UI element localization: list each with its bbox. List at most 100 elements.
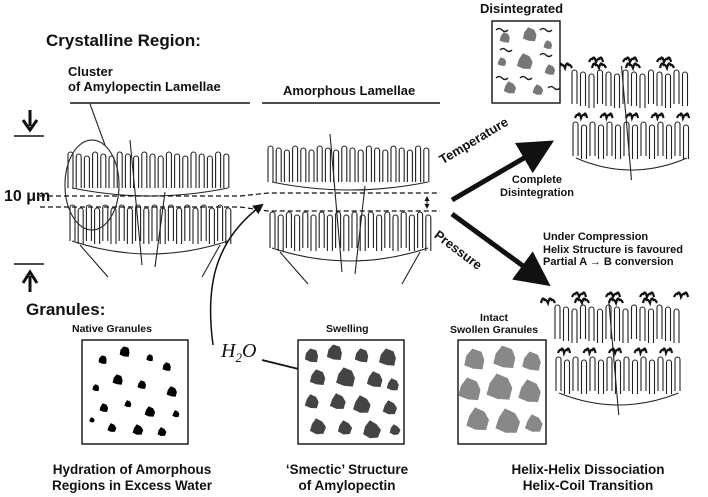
lamella-hairpin xyxy=(630,71,638,106)
disintegrated-granules xyxy=(495,27,561,95)
granule xyxy=(107,423,117,432)
swelling-label: Swelling xyxy=(326,323,369,335)
swelling-granules xyxy=(304,344,401,439)
amylopectin-cluster-middle xyxy=(267,133,432,285)
granule xyxy=(310,418,326,435)
granule xyxy=(132,424,144,435)
lamella-hairpin xyxy=(554,304,561,339)
granule xyxy=(329,393,346,409)
lamella-hairpin xyxy=(415,145,422,182)
lamella-hairpin xyxy=(425,214,432,251)
granule xyxy=(543,40,553,49)
lamella-hairpin xyxy=(376,214,383,251)
lamella-hairpin xyxy=(640,356,647,391)
lamella-hairpin xyxy=(673,308,680,343)
lamella-hairpin xyxy=(277,214,284,251)
granule xyxy=(146,354,153,362)
lamella-hairpin xyxy=(326,214,333,251)
lamella-hairpin xyxy=(141,151,148,188)
lamella-hairpin xyxy=(589,356,596,391)
lamella-hairpin xyxy=(308,149,315,182)
amorphous-dashed-line-lower xyxy=(40,206,440,212)
granule xyxy=(366,371,383,387)
granule xyxy=(98,355,107,364)
lamella-hairpin xyxy=(656,304,663,339)
caption-right-line1: Helix-Helix Dissociation xyxy=(511,462,665,477)
coil-strand xyxy=(590,62,608,72)
disintegrated-helix-structure xyxy=(556,56,691,181)
granule xyxy=(166,386,177,397)
lamella-hairpin xyxy=(167,204,174,241)
cluster-highlight-ellipse xyxy=(64,139,120,231)
granule xyxy=(518,379,541,402)
granule xyxy=(503,81,516,94)
caption-left: Hydration of Amorphous Regions in Excess… xyxy=(32,462,232,493)
lamella-hairpin xyxy=(674,356,681,391)
granule xyxy=(304,394,319,409)
lamella-hairpin xyxy=(341,145,348,182)
lamella-hairpin xyxy=(367,211,374,248)
granule xyxy=(112,374,123,385)
lamella-hairpin xyxy=(571,69,578,104)
lamella-hairpin xyxy=(200,204,207,241)
caption-left-line1: Hydration of Amorphous xyxy=(52,462,212,477)
h2o-label: H2O xyxy=(221,340,256,366)
granule xyxy=(99,403,109,412)
coil-strand xyxy=(599,112,614,122)
pressure-arrow xyxy=(450,211,551,287)
cluster-label: Cluster of Amylopectin Lamellae xyxy=(68,64,221,95)
coil-strand xyxy=(587,56,605,66)
granule xyxy=(544,64,556,75)
lamella-hairpin xyxy=(673,69,680,104)
complete-disintegration-line2: Disintegration xyxy=(500,186,574,199)
granule xyxy=(137,380,146,389)
lamella-hairpin xyxy=(406,149,413,182)
lamella-hairpin xyxy=(606,356,613,391)
lamella-hairpin xyxy=(310,214,317,251)
granule xyxy=(458,377,481,401)
lamella-hairpin xyxy=(343,214,350,251)
lamella-hairpin xyxy=(174,153,181,188)
cluster-backbone-arc xyxy=(271,247,429,262)
lamella-hairpin xyxy=(580,124,588,159)
lamella-hairpin xyxy=(613,306,621,341)
granule xyxy=(379,348,396,366)
cluster-label-line2: of Amylopectin Lamellae xyxy=(68,78,221,94)
lamella-hairpin xyxy=(118,204,125,241)
coil-strand xyxy=(655,56,673,66)
lamella-hairpin xyxy=(613,73,621,108)
compressed-helix-structure xyxy=(539,291,690,416)
granule xyxy=(92,384,100,392)
lamella-hairpin xyxy=(555,356,562,391)
coil-fragment xyxy=(499,47,513,53)
lamella-hairpin xyxy=(639,73,646,108)
cluster-backbone-line xyxy=(79,244,109,278)
caption-right: Helix-Helix Dissociation Helix-Coil Tran… xyxy=(488,462,688,493)
cluster-leader-line xyxy=(89,103,106,146)
coil-fragment xyxy=(539,52,553,58)
lamella-hairpin xyxy=(126,207,133,244)
lamella-hairpin xyxy=(664,73,672,108)
granule xyxy=(532,84,544,95)
lamella-hairpin xyxy=(223,153,230,188)
lamella-hairpin xyxy=(110,207,117,244)
lamella-hairpin xyxy=(640,121,647,156)
disintegrated-label: Disintegrated xyxy=(480,1,564,16)
lamella-hairpin xyxy=(384,211,391,248)
lamella-hairpin xyxy=(349,147,356,182)
h2o-subscript: 2 xyxy=(235,350,242,365)
native-granules-label: Native Granules xyxy=(72,323,152,335)
cluster-backbone-arc xyxy=(71,187,229,197)
granule xyxy=(337,420,353,435)
granule xyxy=(336,367,355,387)
granule xyxy=(162,362,171,371)
complete-disintegration-line1: Complete xyxy=(511,174,563,186)
lamella-hairpin xyxy=(682,124,690,159)
cluster-backbone-arc xyxy=(271,181,429,191)
lamella-hairpin xyxy=(157,155,164,188)
lamella-hairpin xyxy=(324,147,331,182)
amylopectin-cluster-left xyxy=(67,139,232,278)
lamella-hairpin xyxy=(588,73,595,108)
granule xyxy=(466,407,489,430)
